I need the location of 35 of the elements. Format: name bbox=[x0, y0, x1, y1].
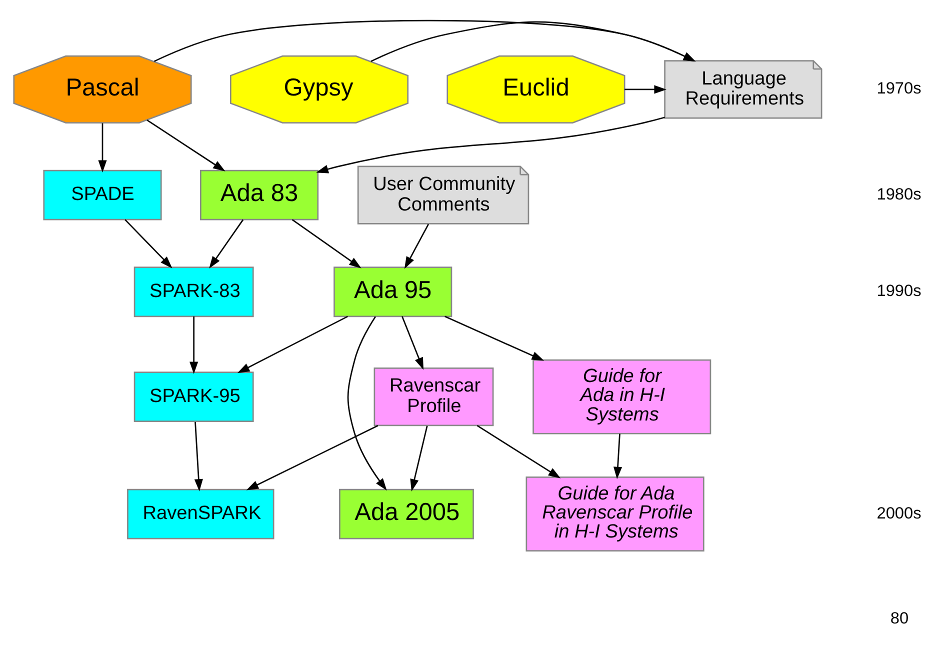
arrow bbox=[476, 425, 561, 478]
node-box: SPADE bbox=[43, 170, 162, 220]
node-box: Guide for Ada Ravenscar Profile in H-I Systems bbox=[526, 476, 704, 552]
arrow bbox=[370, 21, 696, 62]
arrow bbox=[190, 316, 198, 374]
arrow bbox=[624, 85, 666, 94]
label: 80 bbox=[890, 609, 909, 628]
label: 1970s bbox=[876, 80, 922, 98]
arrow bbox=[404, 224, 430, 269]
node-box: SPARK-95 bbox=[134, 372, 254, 422]
node-box: SPARK-83 bbox=[134, 266, 254, 318]
label: 2000s bbox=[876, 504, 922, 522]
label: 1980s bbox=[876, 185, 922, 204]
arrow bbox=[316, 116, 665, 174]
arrow bbox=[154, 20, 696, 62]
node-box: RavenSPARK bbox=[127, 488, 274, 540]
node-box: Ada 95 bbox=[334, 266, 452, 318]
arrow bbox=[347, 316, 387, 491]
arrow bbox=[444, 316, 544, 361]
arrow bbox=[98, 123, 107, 173]
arrow bbox=[146, 119, 226, 172]
arrow bbox=[237, 316, 348, 374]
node-box: Guide for Ada in H-I Systems bbox=[532, 359, 712, 434]
arrow bbox=[410, 426, 428, 492]
arrow bbox=[613, 434, 622, 480]
arrow bbox=[194, 422, 203, 492]
arrow bbox=[402, 316, 424, 370]
arrow bbox=[124, 219, 172, 268]
node-box: Ravenscar Profile bbox=[374, 368, 494, 426]
arrow bbox=[292, 219, 362, 268]
arrow bbox=[246, 425, 378, 490]
arrow bbox=[209, 219, 244, 269]
node-box: Ada 2005 bbox=[339, 488, 474, 540]
node-box: Ada 83 bbox=[200, 170, 319, 220]
label: 1990s bbox=[876, 282, 922, 300]
